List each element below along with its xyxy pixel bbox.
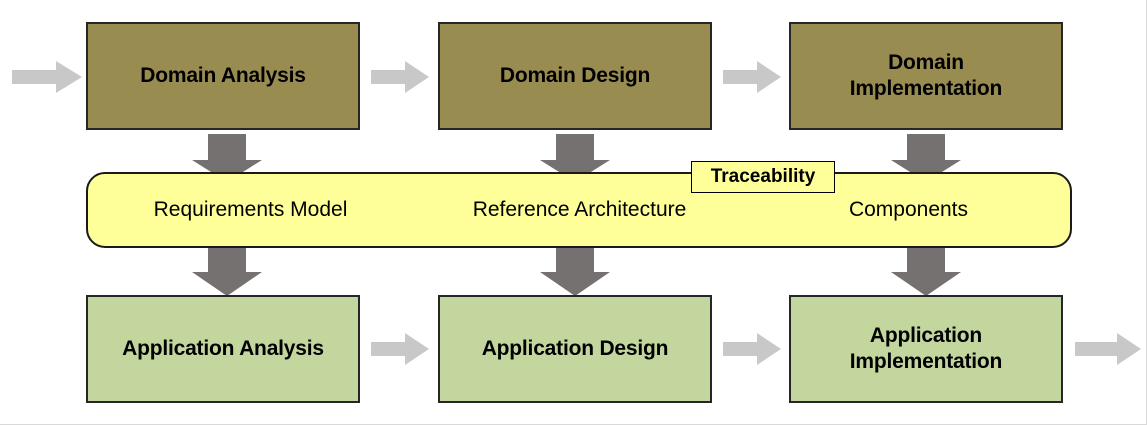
traceability-label: Traceability bbox=[710, 166, 816, 187]
box-application-design[interactable]: Application Design bbox=[438, 295, 712, 403]
box-application-analysis[interactable]: Application Analysis bbox=[86, 295, 360, 403]
artifact-reference-architecture: Reference Architecture bbox=[415, 172, 744, 248]
box-application-implementation[interactable]: Application Implementation bbox=[789, 295, 1063, 403]
flow-arrow-application-analysis-to-design bbox=[371, 332, 429, 366]
box-domain-analysis[interactable]: Domain Analysis bbox=[86, 22, 360, 130]
artifact-components: Components bbox=[744, 172, 1073, 248]
derive-arrow-requirements-to-application-analysis bbox=[192, 244, 262, 296]
derive-arrow-architecture-to-application-design bbox=[540, 244, 610, 296]
box-application-design-label: Application Design bbox=[481, 336, 669, 360]
box-domain-design[interactable]: Domain Design bbox=[438, 22, 712, 130]
derive-arrow-implementation-to-components bbox=[891, 134, 961, 182]
artifact-requirements-model-label: Requirements Model bbox=[153, 198, 348, 221]
box-domain-design-label: Domain Design bbox=[499, 63, 651, 87]
artifact-band bbox=[86, 172, 1072, 248]
flow-arrow-exit bbox=[1075, 332, 1141, 366]
flow-arrow-application-design-to-implementation bbox=[723, 332, 781, 366]
artifact-requirements-model: Requirements Model bbox=[86, 172, 415, 248]
box-application-analysis-label: Application Analysis bbox=[122, 336, 324, 360]
artifact-reference-architecture-label: Reference Architecture bbox=[472, 198, 687, 221]
artifact-components-label: Components bbox=[848, 198, 969, 221]
box-application-implementation-label: Application Implementation bbox=[849, 323, 1003, 373]
flow-arrow-domain-design-to-implementation bbox=[723, 60, 781, 94]
derive-arrow-design-to-architecture bbox=[540, 134, 610, 182]
flow-arrow-entry bbox=[12, 60, 82, 94]
flow-arrow-domain-analysis-to-design bbox=[371, 60, 429, 94]
box-domain-analysis-label: Domain Analysis bbox=[140, 63, 306, 87]
derive-arrow-components-to-application-implementation bbox=[891, 244, 961, 296]
derive-arrow-analysis-to-requirements bbox=[192, 134, 262, 182]
box-domain-implementation[interactable]: Domain Implementation bbox=[789, 22, 1063, 130]
traceability-label-box: Traceability bbox=[691, 161, 835, 193]
box-domain-implementation-label: Domain Implementation bbox=[849, 50, 1003, 100]
